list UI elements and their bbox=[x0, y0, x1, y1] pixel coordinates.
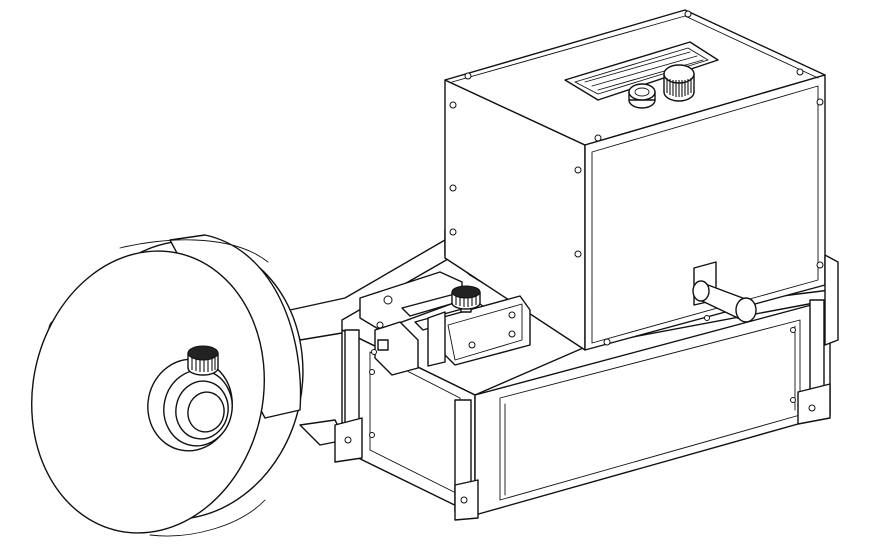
feed-guide-assembly bbox=[359, 271, 531, 376]
push-button[interactable] bbox=[628, 83, 656, 109]
crank-handle[interactable] bbox=[692, 261, 757, 323]
guide-thumb-screw[interactable] bbox=[451, 285, 481, 313]
control-knob[interactable] bbox=[663, 64, 695, 102]
display-window bbox=[564, 41, 719, 101]
foot-right bbox=[797, 383, 831, 425]
clamp-tab bbox=[377, 339, 389, 351]
reel-hub-knob[interactable] bbox=[139, 345, 240, 459]
